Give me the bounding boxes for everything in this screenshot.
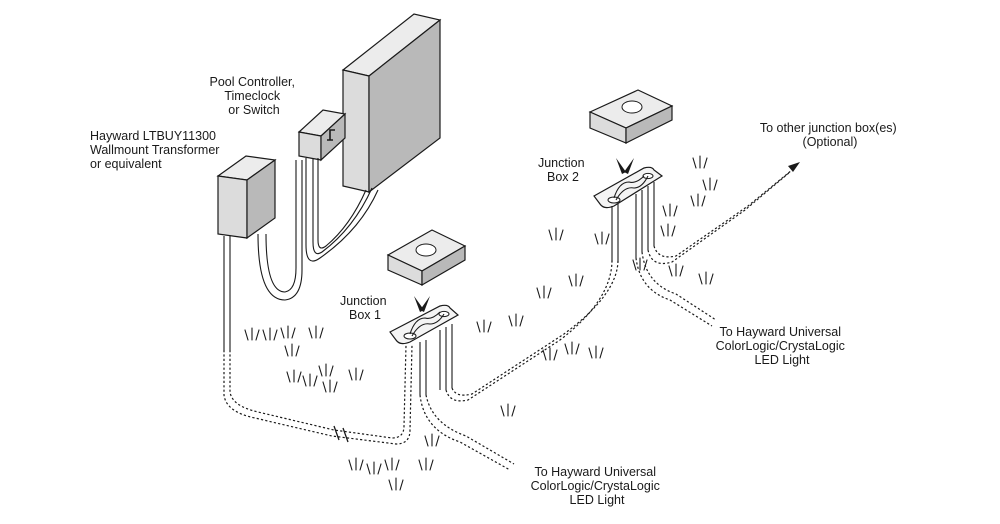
transformer-cable <box>223 236 413 445</box>
conduit-controller <box>305 158 379 262</box>
label-transformer: Hayward LTBUY11300 Wallmount Transformer… <box>90 129 223 171</box>
conduit-transformer <box>257 160 303 301</box>
arrow-icon <box>788 162 800 172</box>
pool-controller-box <box>297 109 347 162</box>
label-junction-box-2: Junction Box 2 <box>538 156 588 184</box>
label-light-1: To Hayward Universal ColorLogic/CrystaLo… <box>531 465 664 507</box>
junction-box-2 <box>588 89 674 209</box>
label-other-boxes: To other junction box(es) (Optional) <box>760 121 900 149</box>
grass-tufts <box>244 155 718 491</box>
switch-icon <box>327 129 335 141</box>
jb2-cables <box>611 162 800 327</box>
label-junction-box-1: Junction Box 1 <box>340 294 390 322</box>
transformer-box <box>216 155 277 240</box>
jb1-cables <box>419 259 619 471</box>
label-light-2: To Hayward Universal ColorLogic/CrystaLo… <box>716 325 849 367</box>
junction-box-1 <box>386 229 467 345</box>
label-controller: Pool Controller, Timeclock or Switch <box>210 75 299 117</box>
wall-panel <box>341 13 442 194</box>
